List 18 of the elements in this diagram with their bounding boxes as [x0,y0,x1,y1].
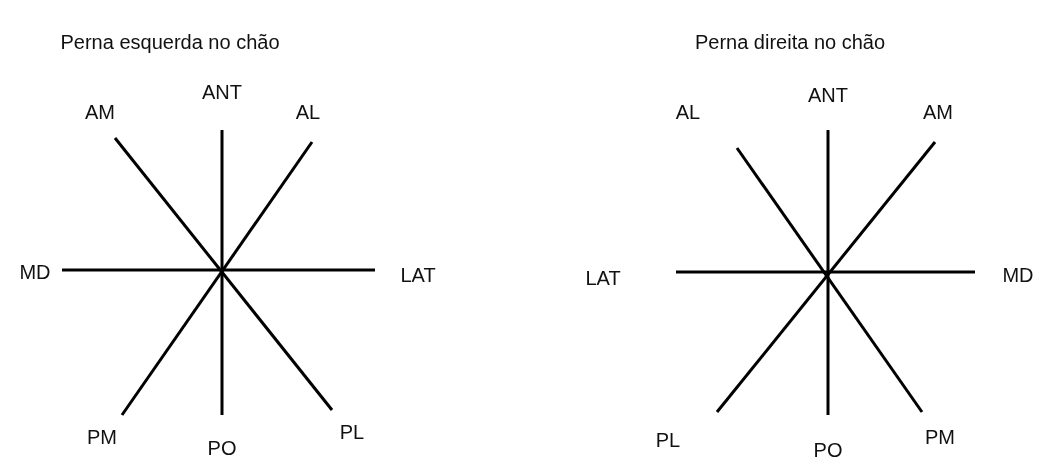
direction-label: LAT [585,267,621,289]
direction-label: AL [295,101,321,123]
direction-label: PM [87,426,117,448]
direction-label: AM [923,101,953,123]
direction-label: PO [813,439,843,461]
panel-title: Perna esquerda no chão [60,31,280,53]
direction-label: ANT [808,84,848,106]
direction-label: PO [207,437,237,459]
direction-label: AL [675,101,701,123]
direction-label: PL [339,421,365,443]
direction-label: MD [1002,264,1034,286]
direction-label: PM [925,426,955,448]
direction-label: MD [19,261,51,283]
direction-label: LAT [400,264,436,286]
direction-label: PL [655,429,681,451]
panel-title: Perna direita no chão [694,31,886,53]
direction-label: ANT [202,81,242,103]
direction-label: AM [85,101,115,123]
